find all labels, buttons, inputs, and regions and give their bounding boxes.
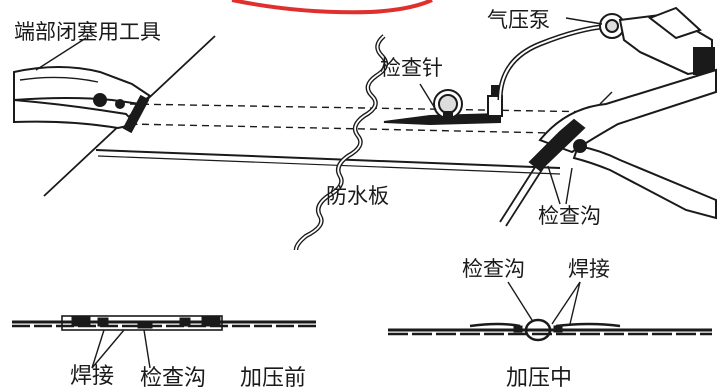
label-during-pressure: 加压中 [506,366,573,391]
waterproof-board [43,35,601,197]
section-before-pressure [12,315,316,369]
label-bottom-left-weld: 焊接 [70,364,115,389]
label-waterproof-board: 防水板 [326,184,389,208]
end-plug-clamp [13,37,152,134]
air-hose [497,23,611,101]
section-during-pressure [388,281,712,342]
label-end-plug-tool: 端部闭塞用工具 [14,20,161,44]
red-accent-arc [231,0,433,15]
label-check-needle: 检查针 [380,56,443,80]
label-bottom-right-groove: 检查沟 [462,257,525,281]
break-line [293,34,389,251]
label-check-groove-top: 检查沟 [538,204,601,228]
label-bottom-right-weld: 焊接 [568,257,610,281]
label-air-pump: 气压泵 [487,8,550,32]
check-needle-assembly [383,83,503,126]
air-pump [565,6,715,76]
right-clamp [499,68,717,227]
label-before-pressure: 加压前 [240,366,307,391]
label-bottom-left-groove: 检查沟 [140,366,207,391]
